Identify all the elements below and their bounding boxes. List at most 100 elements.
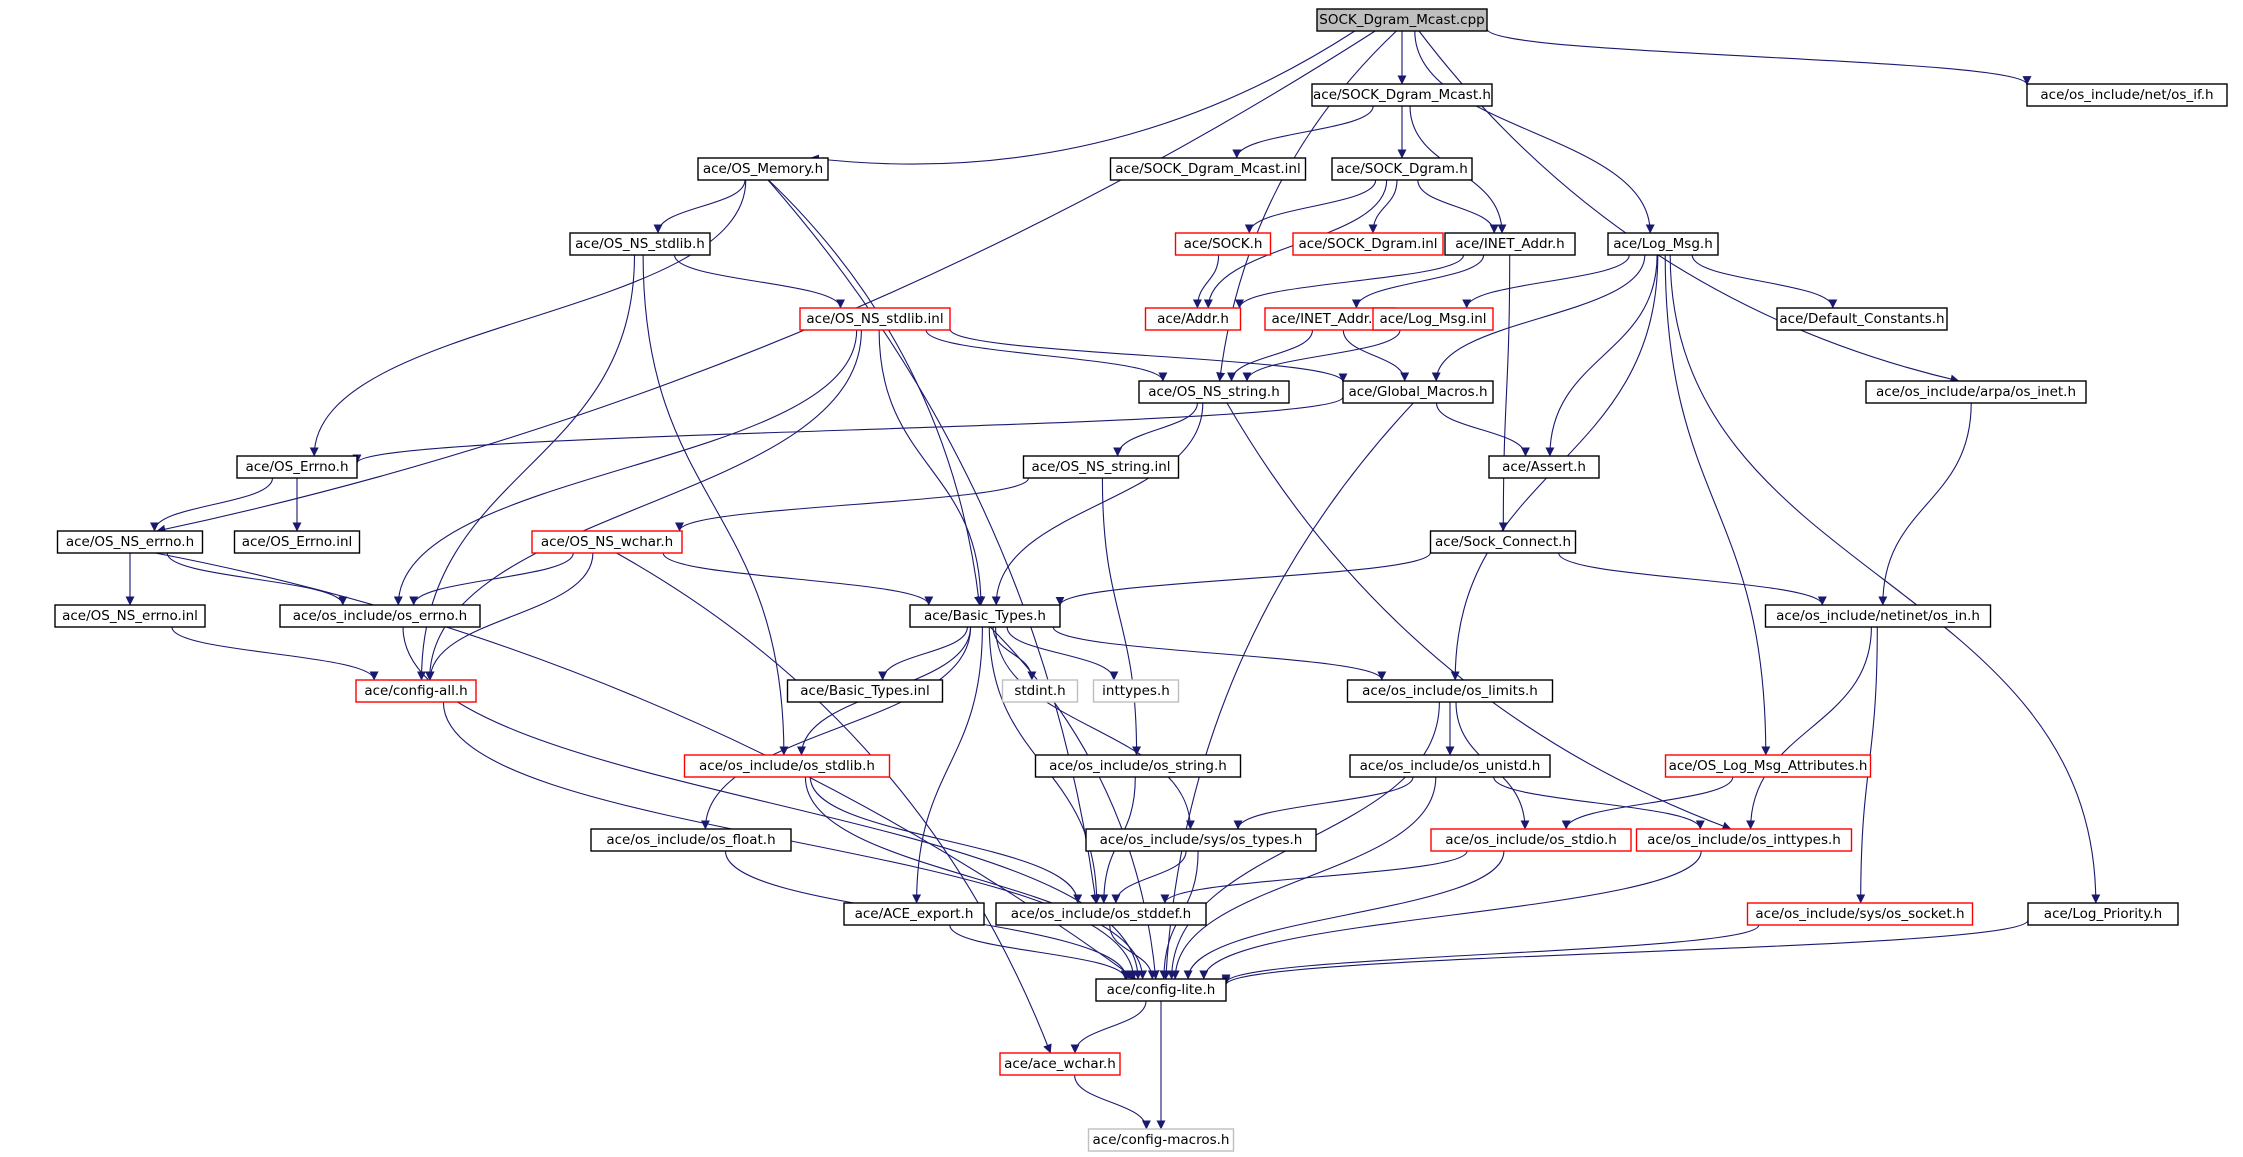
node-label: ace/os_include/sys/os_types.h (1100, 832, 1303, 848)
node-os-errno-h[interactable]: ace/OS_Errno.h (236, 455, 358, 479)
node-os-log-msg-attributes-h[interactable]: ace/OS_Log_Msg_Attributes.h (1664, 754, 1872, 778)
node-netinet-os-in-h[interactable]: ace/os_include/netinet/os_in.h (1764, 604, 1992, 628)
node-config-all-h[interactable]: ace/config-all.h (355, 679, 477, 703)
edge-log_msg_h-to-assert_h (1545, 254, 1658, 457)
node-os-ns-stdlib-inl[interactable]: ace/OS_NS_stdlib.inl (799, 307, 951, 331)
edge-global_macros_h-to-config_lite_h (1161, 402, 1414, 980)
node-sock-dgram-mcast-h[interactable]: ace/SOCK_Dgram_Mcast.h (1311, 83, 1493, 107)
node-label: ace/OS_NS_string.h (1148, 384, 1280, 400)
node-label: ace/OS_NS_string.inl (1031, 459, 1170, 475)
edge-os_ns_stdlib_h-to-os_stdlib_h (642, 254, 789, 756)
edge-basic_types_h-to-os_limits_h (1052, 626, 1387, 681)
node-addr-h[interactable]: ace/Addr.h (1144, 307, 1242, 331)
node-os-stddef-h[interactable]: ace/os_include/os_stddef.h (995, 902, 1207, 926)
node-sock-h[interactable]: ace/SOCK.h (1174, 232, 1272, 256)
node-sock-connect-h[interactable]: ace/Sock_Connect.h (1429, 530, 1577, 554)
node-os-unistd-h[interactable]: ace/os_include/os_unistd.h (1349, 754, 1551, 778)
node-os-stdio-h[interactable]: ace/os_include/os_stdio.h (1430, 828, 1632, 852)
node-os-string-h[interactable]: ace/os_include/os_string.h (1034, 754, 1242, 778)
node-box (1372, 307, 1494, 331)
node-sock-dgram-mcast-inl[interactable]: ace/SOCK_Dgram_Mcast.inl (1109, 157, 1307, 181)
node-box (1429, 530, 1577, 554)
node-label: ace/os_include/os_unistd.h (1360, 758, 1541, 774)
node-sys-os-socket-h[interactable]: ace/os_include/sys/os_socket.h (1746, 902, 1974, 926)
node-os-stdlib-h[interactable]: ace/os_include/os_stdlib.h (683, 754, 891, 778)
edge-sys_os_types_h-to-os_stddef_h (1111, 850, 1187, 904)
node-inet-addr-h[interactable]: ace/INET_Addr.h (1444, 232, 1576, 256)
node-label: ace/Basic_Types.h (924, 608, 1046, 624)
node-box (355, 679, 477, 703)
node-basic-types-h[interactable]: ace/Basic_Types.h (909, 604, 1061, 628)
node-box (1776, 307, 1948, 331)
node-global-macros-h[interactable]: ace/Global_Macros.h (1342, 380, 1494, 404)
node-ace-export-h[interactable]: ace/ACE_export.h (843, 902, 985, 926)
edge-os_unistd_h-to-sys_os_types_h (1233, 776, 1414, 830)
node-os-include-os-errno-h[interactable]: ace/os_include/os_errno.h (279, 604, 481, 628)
node-label: ace/OS_NS_stdlib.inl (806, 311, 943, 327)
edge-os_ns_errno_inl-to-config_all_h (171, 626, 379, 681)
node-label: ace/OS_Errno.h (245, 459, 348, 475)
edge-sock_dgram_mcast_h-to-sock_dgram_mcast_inl (1232, 105, 1374, 159)
node-net-os-if-h[interactable]: ace/os_include/net/os_if.h (2026, 83, 2228, 107)
node-box (1292, 232, 1444, 256)
node-os-ns-errno-inl[interactable]: ace/OS_NS_errno.inl (54, 604, 206, 628)
edge-sock_dgram_mcast_cpp-to-os_memory_h (809, 30, 1356, 165)
node-os-float-h[interactable]: ace/os_include/os_float.h (590, 828, 792, 852)
node-basic-types-inl[interactable]: ace/Basic_Types.inl (786, 679, 944, 703)
node-sys-os-types-h[interactable]: ace/os_include/sys/os_types.h (1085, 828, 1317, 852)
node-inet-addr-inl[interactable]: ace/INET_Addr.inl (1264, 307, 1396, 331)
node-box (1109, 157, 1307, 181)
node-os-ns-string-inl[interactable]: ace/OS_NS_string.inl (1022, 455, 1180, 479)
node-box (1092, 679, 1180, 703)
node-os-memory-h[interactable]: ace/OS_Memory.h (697, 157, 829, 181)
node-os-ns-string-h[interactable]: ace/OS_NS_string.h (1138, 380, 1290, 404)
edge-os_unistd_h-to-os_inttypes_h (1493, 776, 1705, 830)
node-log-msg-h[interactable]: ace/Log_Msg.h (1607, 232, 1719, 256)
edge-log_msg_inl-to-os_ns_string_h (1242, 329, 1401, 382)
node-config-lite-h[interactable]: ace/config-lite.h (1095, 978, 1227, 1002)
node-config-macros-h[interactable]: ace/config-macros.h (1087, 1128, 1235, 1152)
node-sock-dgram-h[interactable]: ace/SOCK_Dgram.h (1331, 157, 1473, 181)
node-inttypes-h[interactable]: inttypes.h (1092, 679, 1180, 703)
node-arpa-os-inet-h[interactable]: ace/os_include/arpa/os_inet.h (1865, 380, 2087, 404)
node-log-priority-h[interactable]: ace/Log_Priority.h (2027, 902, 2179, 926)
node-sock-dgram-inl[interactable]: ace/SOCK_Dgram.inl (1292, 232, 1444, 256)
edge-os_ns_stdlib_inl-to-config_all_h (425, 329, 862, 681)
node-assert-h[interactable]: ace/Assert.h (1488, 455, 1600, 479)
node-label: ace/config-macros.h (1093, 1132, 1230, 1148)
node-ace-wchar-h[interactable]: ace/ace_wchar.h (999, 1052, 1121, 1076)
node-os-limits-h[interactable]: ace/os_include/os_limits.h (1346, 679, 1554, 703)
node-label: ace/OS_Log_Msg_Attributes.h (1669, 758, 1868, 774)
edge-os_ns_stdlib_h-to-config_all_h (417, 254, 636, 681)
edge-os_stdlib_h-to-config_lite_h (804, 776, 1148, 980)
node-box (1095, 978, 1227, 1002)
edge-os_ns_wchar_h-to-basic_types_h (662, 552, 934, 606)
edge-sock_dgram_h-to-sock_h (1244, 179, 1377, 234)
edge-os_ns_errno_h-to-os_include_os_errno_h (166, 552, 348, 606)
node-os-inttypes-h[interactable]: ace/os_include/os_inttypes.h (1635, 828, 1853, 852)
node-stdint-h[interactable]: stdint.h (1001, 679, 1079, 703)
node-os-errno-inl[interactable]: ace/OS_Errno.inl (233, 530, 361, 554)
node-box (1664, 754, 1872, 778)
node-os-ns-stdlib-h[interactable]: ace/OS_NS_stdlib.h (569, 232, 711, 256)
node-box (56, 530, 204, 554)
node-default-constants-h[interactable]: ace/Default_Constants.h (1776, 307, 1948, 331)
node-label: ace/os_include/os_stdio.h (1445, 832, 1617, 848)
node-label: ace/Log_Msg.inl (1379, 311, 1486, 327)
node-box (233, 530, 361, 554)
node-sock-dgram-mcast-cpp[interactable]: SOCK_Dgram_Mcast.cpp (1316, 8, 1488, 32)
node-os-ns-errno-h[interactable]: ace/OS_NS_errno.h (56, 530, 204, 554)
node-label: ace/os_include/os_string.h (1049, 758, 1227, 774)
node-label: ace/OS_NS_wchar.h (541, 534, 673, 550)
node-log-msg-inl[interactable]: ace/Log_Msg.inl (1372, 307, 1494, 331)
node-box (799, 307, 951, 331)
edge-global_macros_h-to-os_errno_h (352, 396, 1344, 464)
node-box (279, 604, 481, 628)
node-label: ace/config-lite.h (1107, 982, 1216, 998)
node-box (1087, 1128, 1235, 1152)
edge-sock_dgram_h-to-inet_addr_h (1417, 179, 1499, 234)
node-box (590, 828, 792, 852)
node-box (1342, 380, 1494, 404)
node-os-ns-wchar-h[interactable]: ace/OS_NS_wchar.h (531, 530, 683, 554)
node-box (1764, 604, 1992, 628)
